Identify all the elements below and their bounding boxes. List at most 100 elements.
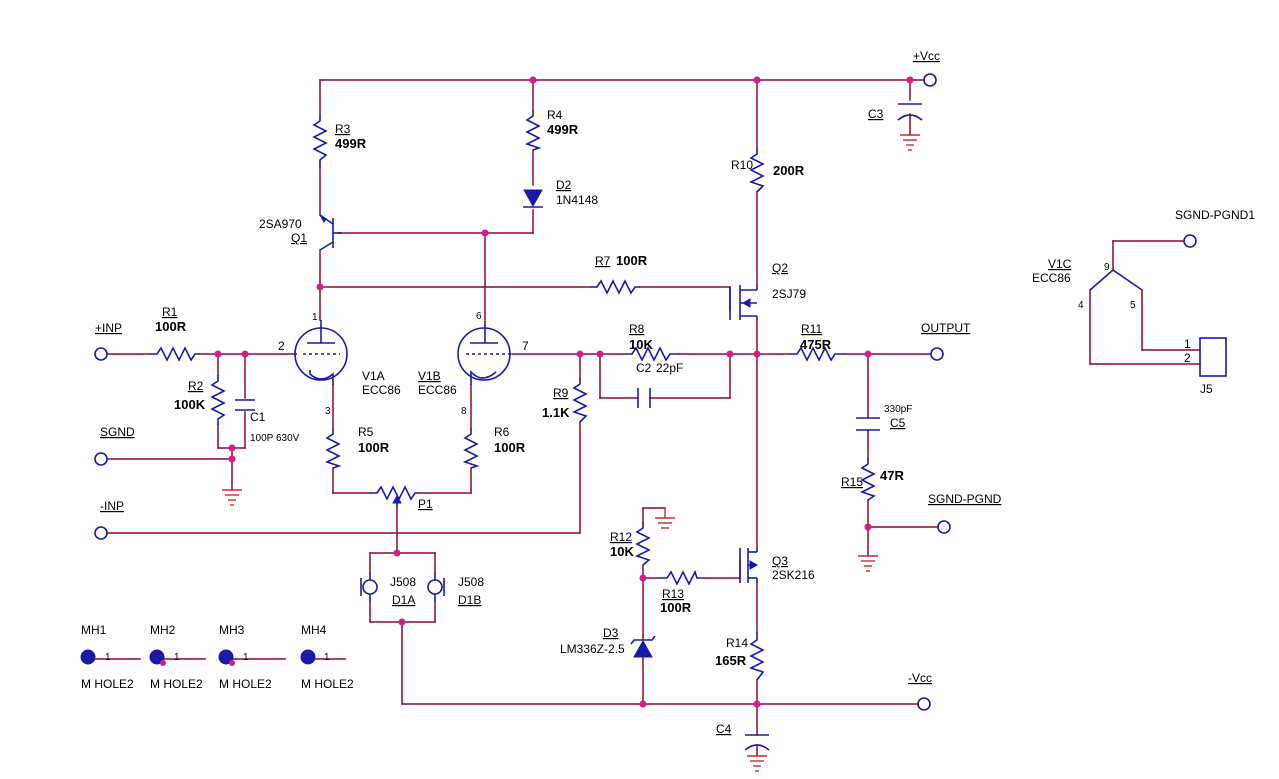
mh2-hole: [149, 649, 165, 665]
vcc-neg-label: -Vcc: [908, 671, 932, 685]
c1-ref: C1: [250, 410, 266, 424]
r14-value: 165R: [715, 653, 747, 668]
c5-ref: C5: [890, 416, 906, 430]
r12-resistor: [634, 522, 651, 566]
j5-pin-1: 1: [1184, 337, 1191, 351]
v1a-ref: V1A: [362, 369, 385, 383]
ground-icon: [747, 755, 767, 772]
v1b-tube: [457, 325, 512, 385]
d1b-current-diode: [427, 572, 445, 602]
q3-ref: Q3: [772, 554, 788, 568]
r12-ref: R12: [610, 530, 632, 544]
r11-resistor: [790, 346, 845, 362]
vcc-pos-label: +Vcc: [913, 49, 940, 63]
mounting-holes: MH1 MH2 MH3 MH4 1 1 1 1 M HOLE2 M HOLE2 …: [80, 623, 354, 691]
r14-resistor: [748, 632, 765, 681]
r5-resistor: [324, 428, 342, 469]
wires: [94, 79, 1201, 736]
sgnd-pgnd-port: [937, 520, 951, 534]
r11-ref: R11: [801, 322, 822, 336]
c4-ref: C4: [716, 722, 732, 736]
ground-icon: [900, 134, 920, 151]
q3-mosfet: [739, 548, 759, 583]
mh4-value: M HOLE2: [301, 677, 354, 691]
v1a-pin-plate: 1: [312, 312, 318, 323]
v1b-pin-plate: 6: [476, 311, 482, 322]
d3-ref: D3: [603, 626, 619, 640]
d1a-value: J508: [390, 575, 416, 589]
mh3-pin: 1: [243, 652, 249, 663]
q2-value: 2SJ79: [772, 287, 806, 301]
ground-icon: [655, 508, 675, 529]
r9-resistor: [571, 378, 588, 423]
r3-resistor: [312, 115, 328, 168]
r10-ref: R10: [731, 158, 753, 172]
junctions: [160, 76, 914, 708]
j5-connector: [1199, 337, 1227, 377]
r8-value: 10K: [629, 337, 653, 352]
r6-resistor: [462, 428, 480, 469]
v1b-pin-grid: 7: [522, 339, 529, 353]
r12-value: 10K: [610, 544, 634, 559]
c1-value: 100P 630V: [250, 433, 300, 444]
r6-value: 100R: [494, 440, 526, 455]
mh1-value: M HOLE2: [81, 677, 134, 691]
r1-value: 100R: [155, 319, 187, 334]
v1b-value: ECC86: [418, 383, 457, 397]
r1-ref: R1: [162, 305, 178, 319]
vcc-pos-port: [923, 73, 937, 87]
ground-icon: [858, 555, 878, 572]
mh3-value: M HOLE2: [219, 677, 272, 691]
mh4-pin: 1: [324, 652, 330, 663]
v1a-pin-grid: 2: [278, 339, 285, 353]
r4-resistor: [524, 110, 542, 151]
r15-value: 47R: [880, 468, 904, 483]
r8-ref: R8: [629, 322, 645, 336]
d3-zener-diode: [630, 635, 656, 658]
r6-ref: R6: [494, 425, 510, 439]
r9-ref: R9: [553, 386, 569, 400]
r14-ref: R14: [726, 636, 748, 650]
c5-capacitor: [856, 417, 880, 431]
resistors: R1 100R R2 100K R3 499R R4 499R R5 100R …: [150, 108, 904, 681]
v1b-pin-cathode: 8: [461, 406, 467, 417]
v1a-pin-cathode: 3: [325, 406, 331, 417]
r15-resistor: [859, 458, 876, 501]
d1a-ref: D1A: [392, 593, 415, 607]
r10-resistor: [748, 148, 765, 193]
r7-resistor: [590, 279, 640, 295]
mh3-ref: MH3: [219, 623, 245, 637]
r13-value: 100R: [660, 600, 692, 615]
sgnd-pgnd-label: SGND-PGND: [928, 492, 1002, 506]
d2-ref: D2: [556, 178, 572, 192]
v1a-value: ECC86: [362, 383, 401, 397]
r5-ref: R5: [358, 425, 374, 439]
p1-potentiometer: [370, 485, 420, 508]
c5-value: 330pF: [884, 404, 912, 415]
r3-ref: R3: [335, 122, 351, 136]
r11-value: 475R: [800, 337, 832, 352]
r4-value: 499R: [547, 122, 579, 137]
mh1-hole: [80, 649, 96, 665]
d2-diode: [523, 189, 543, 208]
grounds: [222, 134, 920, 772]
inp-pos-port: [94, 347, 108, 361]
inp-pos-label: +INP: [95, 321, 122, 335]
sgnd-label: SGND: [100, 425, 135, 439]
r8-resistor: [625, 346, 680, 362]
r7-ref: R7: [595, 254, 611, 268]
r10-value: 200R: [773, 163, 805, 178]
c4-capacitor: [744, 734, 770, 757]
q2-ref: Q2: [772, 261, 788, 275]
r2-resistor: [210, 375, 226, 425]
v1c-pin-4: 4: [1078, 300, 1084, 311]
d2-value: 1N4148: [556, 193, 598, 207]
v1c-value: ECC86: [1032, 271, 1071, 285]
r5-value: 100R: [358, 440, 390, 455]
sgnd-pgnd1-label: SGND-PGND1: [1175, 208, 1255, 222]
capacitors: C1 100P 630V C2 22pF C3 C4 330pF C5: [235, 103, 923, 757]
d1b-ref: D1B: [458, 593, 481, 607]
r9-value: 1.1K: [542, 405, 570, 420]
inp-neg-port: [94, 526, 108, 540]
